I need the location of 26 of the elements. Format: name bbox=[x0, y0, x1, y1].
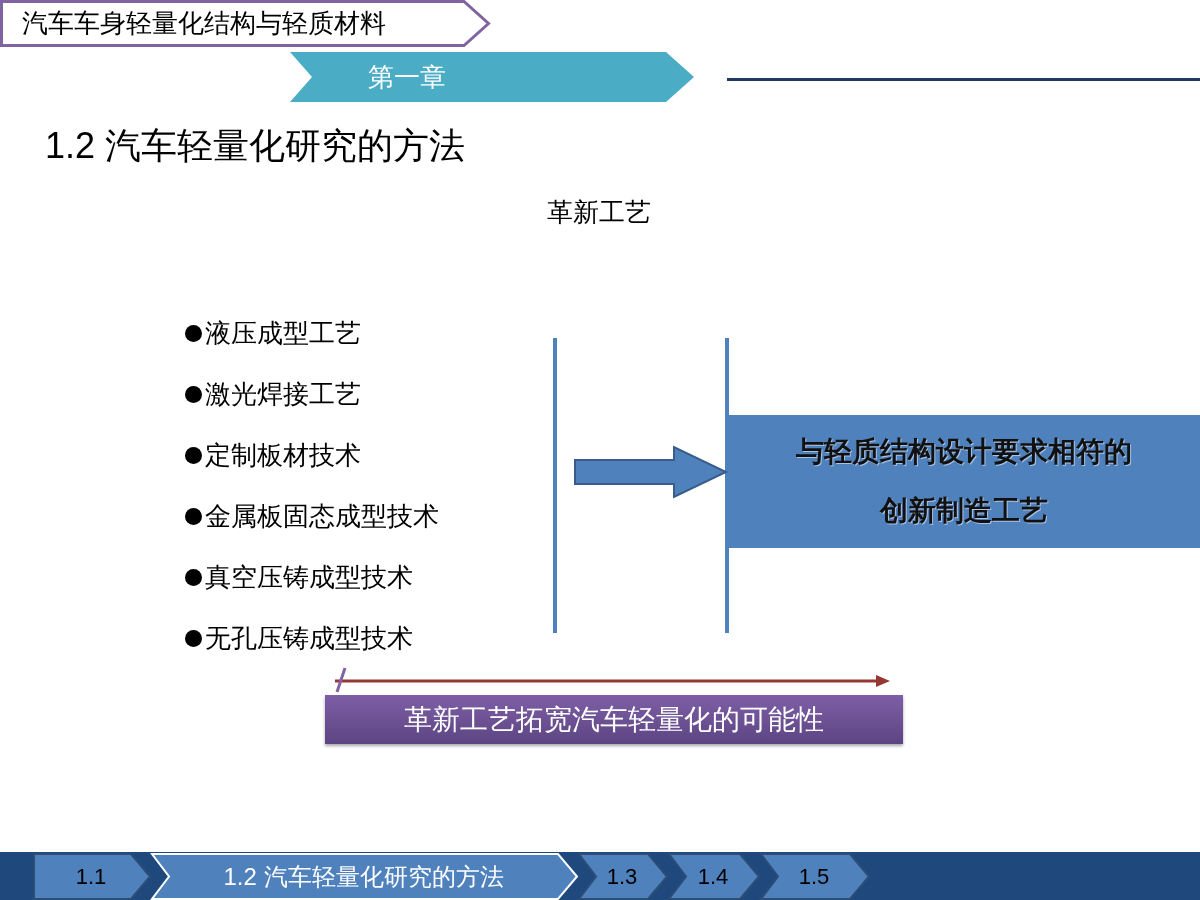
breadcrumb-tab bbox=[578, 853, 668, 900]
summary-text: 革新工艺拓宽汽车轻量化的可能性 bbox=[404, 702, 824, 737]
list-item: 无孔压铸成型技术 bbox=[205, 623, 413, 654]
list-item: 定制板材技术 bbox=[205, 440, 361, 471]
block-arrow bbox=[574, 445, 729, 499]
highlight-panel bbox=[727, 415, 1200, 548]
breadcrumb-tab bbox=[760, 853, 870, 900]
summary-bar bbox=[325, 695, 903, 744]
section-heading: 革新工艺 bbox=[547, 197, 651, 229]
banner-text: 汽车车身轻量化结构与轻质材料 bbox=[22, 7, 386, 40]
breadcrumb-label: 1.4 bbox=[697, 863, 729, 890]
title-banner bbox=[0, 0, 490, 47]
slide-title: 1.2 汽车轻量化研究的方法 bbox=[45, 124, 466, 168]
panel-text: 与轻质结构设计要求相符的创新制造工艺 bbox=[794, 434, 1133, 528]
breadcrumb-label: 1.3 bbox=[606, 863, 638, 890]
breadcrumb-label: 1.2 汽车轻量化研究的方法 bbox=[223, 861, 504, 892]
chapter-chevron bbox=[290, 52, 694, 102]
breadcrumb-label: 1.1 bbox=[75, 863, 107, 890]
list-item: 金属板固态成型技术 bbox=[205, 501, 439, 532]
breadcrumb-label: 1.5 bbox=[798, 863, 830, 890]
breadcrumb-tab bbox=[668, 853, 760, 900]
breadcrumb-tab bbox=[33, 853, 151, 900]
list-item: 液压成型工艺 bbox=[205, 318, 361, 349]
list-item: 真空压铸成型技术 bbox=[205, 562, 413, 593]
chapter-label: 第一章 bbox=[368, 61, 446, 94]
list-item: 激光焊接工艺 bbox=[205, 379, 361, 410]
